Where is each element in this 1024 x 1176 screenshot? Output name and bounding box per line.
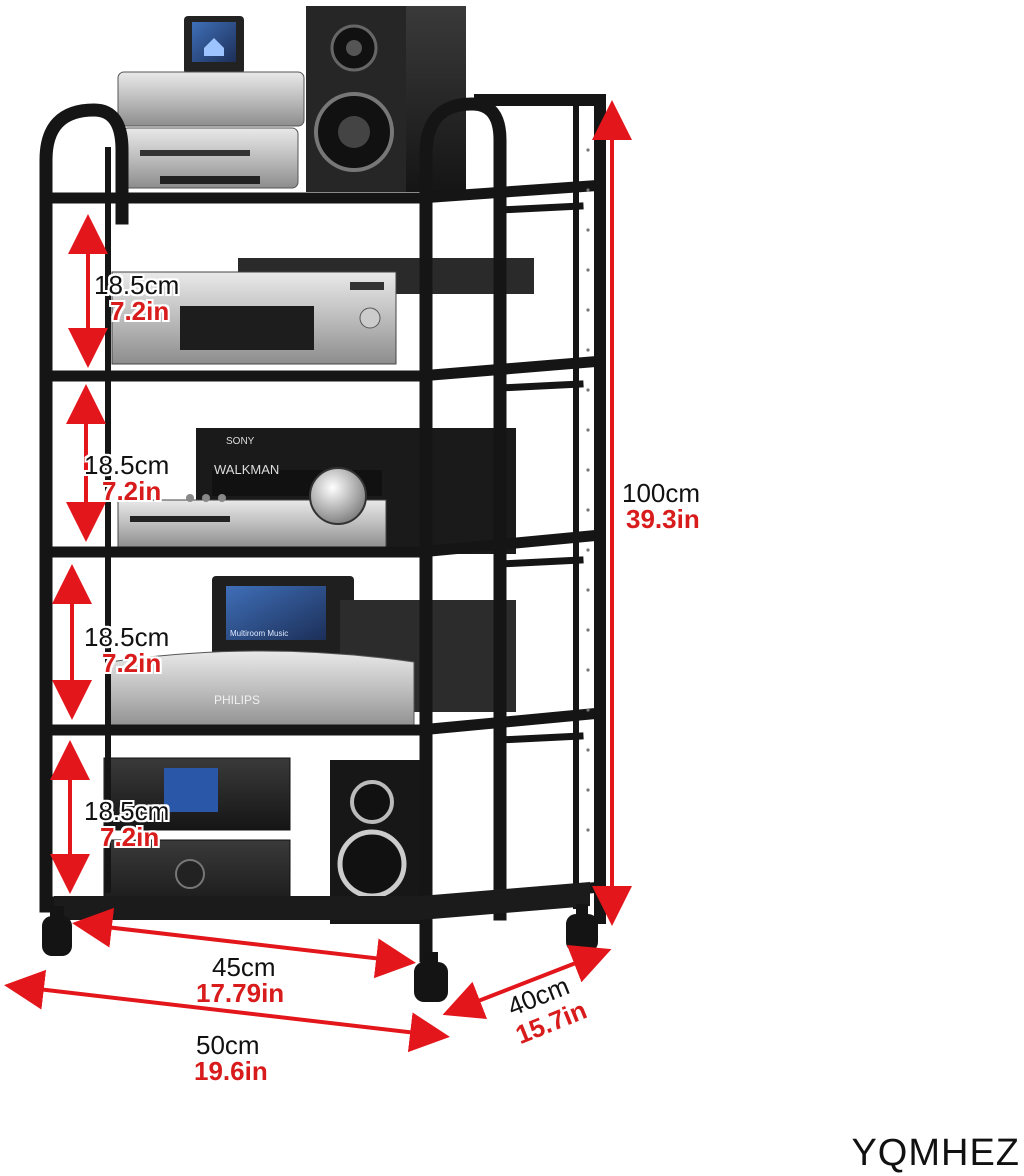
outer-width-arrow xyxy=(4,969,450,1053)
inner-width-cm: 45cm xyxy=(212,952,276,982)
inner-width-in: 17.79in xyxy=(196,978,285,1008)
walkman-label: WALKMAN xyxy=(214,462,279,477)
outer-width-cm: 50cm xyxy=(196,1030,260,1060)
shelf-gap-1-in: 7.2in xyxy=(110,296,170,326)
inner-width-arrow xyxy=(72,907,416,979)
shelf-gap-2-in: 7.2in xyxy=(102,476,162,506)
shelf-gap-1-cm: 18.5cm xyxy=(94,270,180,300)
height-in: 39.3in xyxy=(626,504,700,534)
shelf-gap-3-in: 7.2in xyxy=(102,648,162,678)
shelf-gap-2-cm: 18.5cm xyxy=(84,450,170,480)
height-cm: 100cm xyxy=(622,478,701,508)
philips-label: PHILIPS xyxy=(214,693,260,707)
sony-label: SONY xyxy=(226,436,255,447)
dimension-arrows xyxy=(4,100,632,1053)
screen-label: Multiroom Music xyxy=(230,629,288,638)
shelf-gap-3-cm: 18.5cm xyxy=(84,622,170,652)
outer-width-in: 19.6in xyxy=(194,1056,268,1086)
post-holes xyxy=(586,148,590,832)
depth-arrow xyxy=(442,944,612,1020)
brand-name: YQMHEZ xyxy=(851,1132,1020,1174)
shelf-gap-4-in: 7.2in xyxy=(100,822,160,852)
top-devices xyxy=(117,6,466,192)
shelf-gap-4-cm: 18.5cm xyxy=(84,796,170,826)
